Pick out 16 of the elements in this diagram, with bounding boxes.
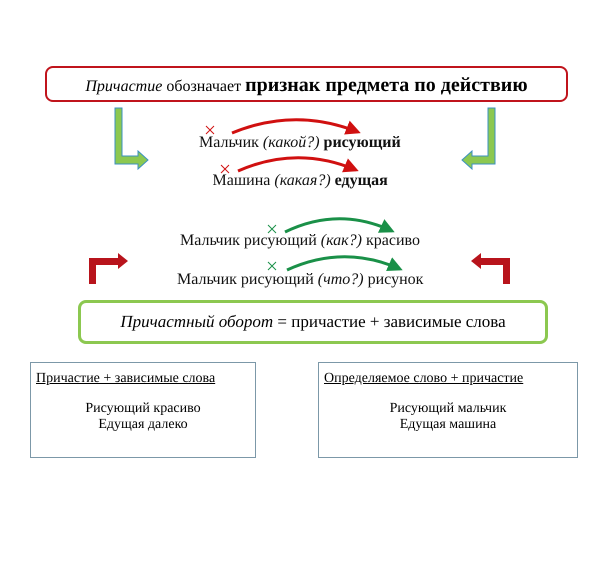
example-sentence: Мальчик рисующий (что?) рисунок (177, 271, 424, 289)
definition-text: Причастный оборот = причастие + зависимые слова (119, 312, 507, 332)
example-sentence: Машина (какая?) едущая (212, 172, 388, 190)
example-phrase: Едущая машина (398, 417, 498, 433)
example-phrase: Едущая далеко (97, 417, 189, 433)
example-box (30, 362, 256, 458)
example-sentence: Мальчик (какой?) рисующий (199, 134, 401, 152)
example-phrase: Рисующий мальчик (388, 401, 508, 417)
definition-text: Причастие обозначает признак предмета по действию (84, 74, 529, 97)
definition-box (78, 300, 548, 344)
example-box (318, 362, 578, 458)
example-phrase: Рисующий красиво (84, 401, 202, 417)
box-heading: Определяемое слово + причастие (324, 371, 524, 387)
definition-box (45, 66, 568, 102)
box-heading: Причастие + зависимые слова (36, 371, 216, 387)
example-sentence: Мальчик рисующий (как?) красиво (180, 232, 420, 250)
